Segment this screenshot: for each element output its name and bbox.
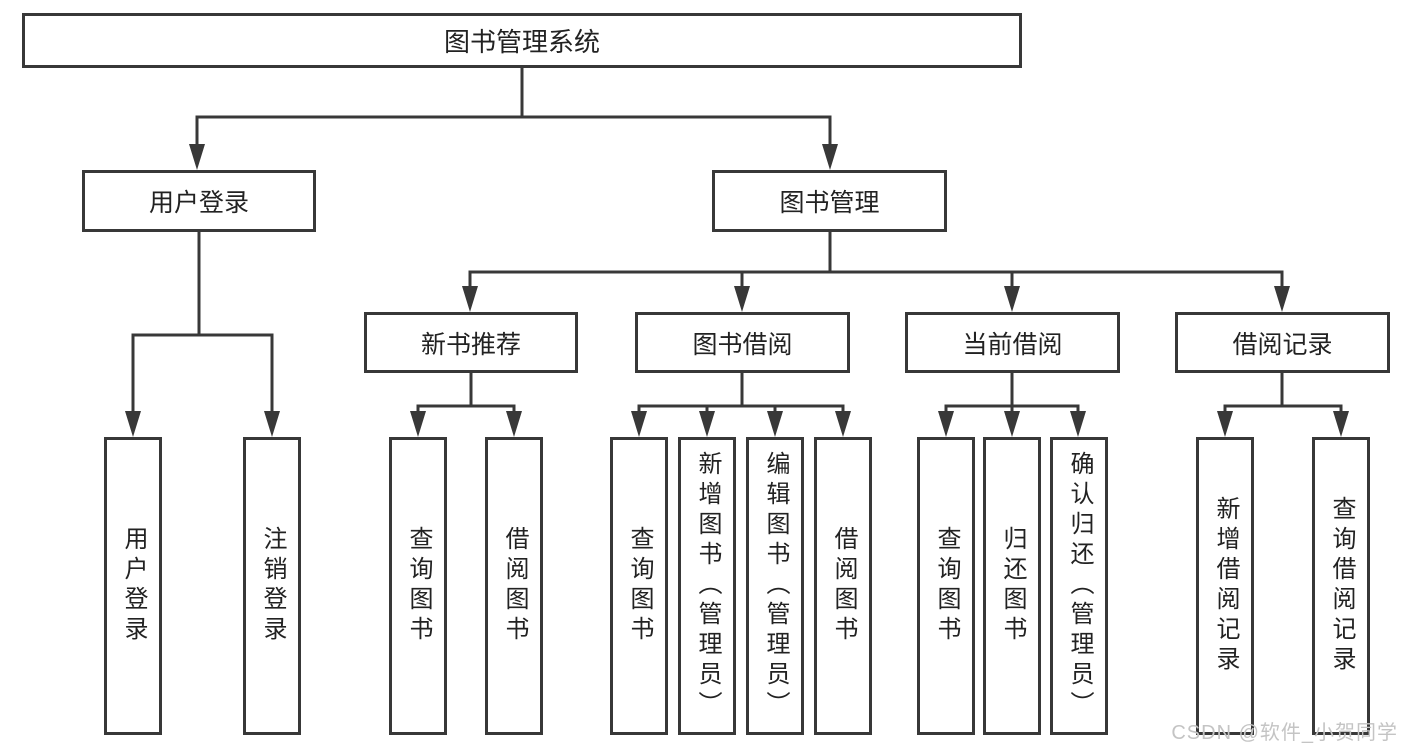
leaf-query-borrow-record-label: 查询借阅记录 bbox=[1328, 496, 1355, 676]
leaf-return-books-label: 归还图书 bbox=[999, 526, 1026, 646]
leaf-borrow-books-borrowing: 借阅图书 bbox=[814, 437, 872, 735]
leaf-query-books-borrowing-label: 查询图书 bbox=[626, 526, 653, 646]
leaf-user-login-label: 用户登录 bbox=[120, 526, 147, 646]
connector-userlogin-to-leaves bbox=[131, 230, 274, 426]
leaf-query-books-borrowing: 查询图书 bbox=[610, 437, 668, 735]
node-library-management-system: 图书管理系统 bbox=[22, 13, 1022, 68]
leaf-borrow-books-recommend: 借阅图书 bbox=[485, 437, 543, 735]
leaf-borrow-books-recommend-label: 借阅图书 bbox=[501, 526, 528, 646]
node-borrowing-records: 借阅记录 bbox=[1175, 312, 1390, 373]
node-book-management: 图书管理 bbox=[712, 170, 947, 232]
node-current-borrowing: 当前借阅 bbox=[905, 312, 1120, 373]
leaf-add-borrow-record: 新增借阅记录 bbox=[1196, 437, 1254, 735]
connector-records-to-leaves bbox=[1223, 371, 1343, 426]
leaf-logout: 注销登录 bbox=[243, 437, 301, 735]
connector-newbook-to-leaves bbox=[416, 371, 516, 426]
leaf-confirm-return-admin-label: 确认归还（管理员） bbox=[1066, 451, 1093, 721]
leaf-add-borrow-record-label: 新增借阅记录 bbox=[1212, 496, 1239, 676]
leaf-edit-books-admin: 编辑图书（管理员） bbox=[746, 437, 804, 735]
node-book-borrowing: 图书借阅 bbox=[635, 312, 850, 373]
leaf-edit-books-admin-label: 编辑图书（管理员） bbox=[762, 451, 789, 721]
connector-current-to-leaves bbox=[944, 371, 1080, 426]
leaf-confirm-return-admin: 确认归还（管理员） bbox=[1050, 437, 1108, 735]
leaf-query-books-recommend: 查询图书 bbox=[389, 437, 447, 735]
node-new-book-recommendation: 新书推荐 bbox=[364, 312, 578, 373]
connector-bookmgmt-to-level3 bbox=[468, 230, 1284, 301]
leaf-query-books-current: 查询图书 bbox=[917, 437, 975, 735]
leaf-add-books-admin-label: 新增图书（管理员） bbox=[694, 451, 721, 721]
leaf-user-login: 用户登录 bbox=[104, 437, 162, 735]
node-user-login: 用户登录 bbox=[82, 170, 316, 232]
leaf-query-books-current-label: 查询图书 bbox=[933, 526, 960, 646]
leaf-logout-label: 注销登录 bbox=[259, 526, 286, 646]
watermark: CSDN @软件_小贺同学 bbox=[1171, 722, 1398, 744]
leaf-return-books: 归还图书 bbox=[983, 437, 1041, 735]
leaf-query-books-recommend-label: 查询图书 bbox=[405, 526, 432, 646]
leaf-borrow-books-borrowing-label: 借阅图书 bbox=[830, 526, 857, 646]
connector-borrowing-to-leaves bbox=[637, 371, 845, 426]
connector-root-to-level2 bbox=[195, 66, 832, 159]
leaf-add-books-admin: 新增图书（管理员） bbox=[678, 437, 736, 735]
leaf-query-borrow-record: 查询借阅记录 bbox=[1312, 437, 1370, 735]
